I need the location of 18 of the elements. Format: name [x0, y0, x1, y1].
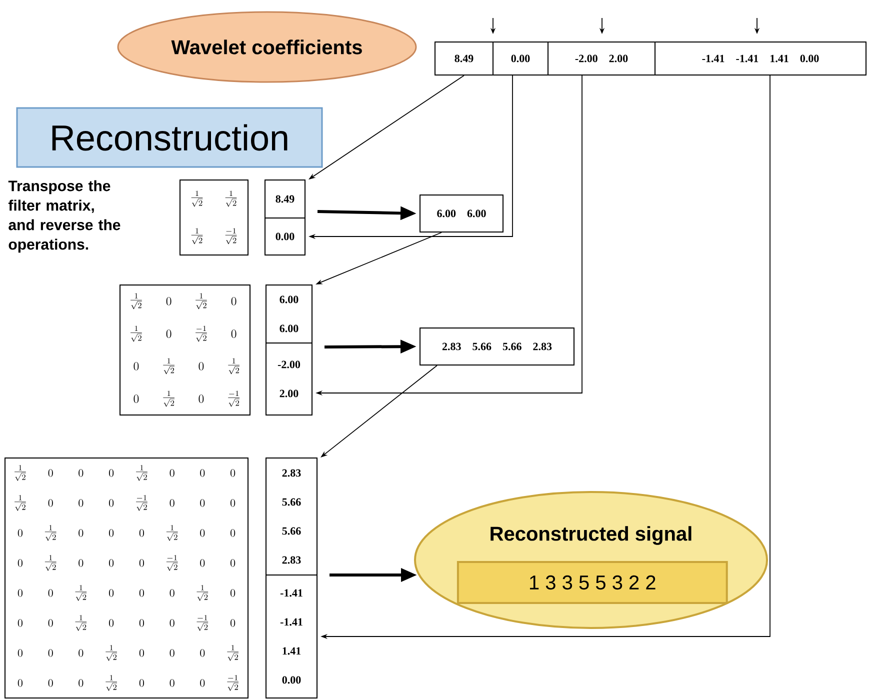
- value-cell: 6.00 6.00: [420, 194, 504, 232]
- matrix: $\frac{1}{\sqrt{2}}$ $\frac{1}{\sqrt{2}}$ $\frac{1}{\sqrt{2}}$ $\frac{-1}{\sqrt{2}}$: [180, 180, 248, 256]
- vector-cell: -2.00 2.00: [266, 342, 312, 416]
- vector-cell: 8.49: [264, 180, 306, 218]
- value-cell: 8.49: [434, 42, 494, 76]
- matrix: $\frac{1}{\sqrt{2}}$ $0$ $\frac{1}{\sqrt{2}}$ $0$ $\frac{1}{\sqrt{2}}$ $0$ $\frac{-1}{\sqrt{2}}$ $0$ $0$ $\frac{1}{\sqrt{2}}$ $0$ $\frac{1}{\sqrt{2}}$ $0$ $\frac{1}{\sqrt{2}}$ $0$ $\frac{-1}{\sqrt{2}}$: [120, 284, 250, 416]
- value-cell: 2.83 5.66 5.66 2.83: [420, 328, 574, 366]
- vector-cell: 2.83 5.66 5.66 2.83: [266, 458, 318, 576]
- vector-cell: -1.41 -1.41 1.41 0.00: [266, 574, 318, 698]
- matrix: $\frac{1}{\sqrt{2}}$ $0$ $0$ $0$ $\frac{1}{\sqrt{2}}$ $0$ $0$ $0$ $\frac{1}{\sqrt{2}}$ $0$ $0$ $0$ $\frac{-1}{\sqrt{2}}$ $0$ $0$ $0$ $0$ $\frac{1}{\sqrt{2}}$ $0$ $0$ $0$ $\frac{1}{\sqrt{2}}$ $0$ $0$ $0$ $\frac{1}{\sqrt{2}}$ $0$ $0$ $0$ $\frac{-1}{\sqrt{2}}$ $0$ $0$ $0$ $0$ $\frac{1}{\sqrt{2}}$ $0$ $0$ $0$ $\frac{1}{\sqrt{2}}$ $0$ $0$ $0$ $\frac{1}{\sqrt{2}}$ $0$ $0$ $0$ $\frac{-1}{\sqrt{2}}$ $0$ $0$ $0$ $0$ $\frac{1}{\sqrt{2}}$ $0$ $0$ $0$ $\frac{1}{\sqrt{2}}$ $0$ $0$ $0$ $\frac{1}{\sqrt{2}}$ $0$ $0$ $0$ $\frac{-1}{\sqrt{2}}$: [4, 458, 248, 698]
- value-cell: -2.00 2.00: [548, 42, 656, 76]
- vector-cell: 0.00: [264, 218, 306, 256]
- note-text: Transpose the filter matrix, and reverse the operations.: [8, 180, 120, 253]
- vector-cell: 6.00 6.00: [266, 284, 312, 344]
- signal-box: 1 3 3 5 5 3 2 2: [456, 561, 728, 604]
- value-cell: 0.00: [492, 42, 548, 76]
- title-box: Reconstruction: [16, 107, 323, 168]
- value-cell: -1.41 -1.41 1.41 0.00: [654, 42, 866, 76]
